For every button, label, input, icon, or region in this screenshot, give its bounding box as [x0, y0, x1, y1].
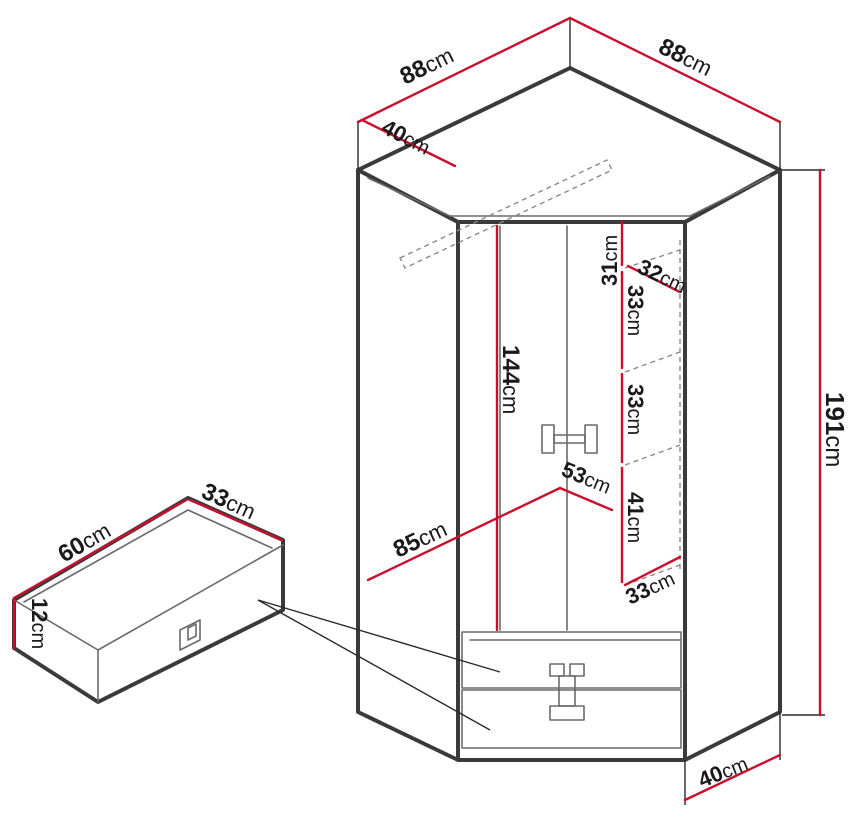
dim-top-right-width — [568, 16, 782, 124]
dim-inner-depth — [558, 486, 614, 512]
dim-shelf-depth-top — [626, 264, 682, 294]
label-hanging-height: 144cm — [497, 345, 524, 414]
dim-top-left-width — [356, 16, 572, 124]
label-top-left-width: 88cm — [396, 42, 458, 91]
dim-bottom-depth — [683, 753, 782, 802]
drawer-side-edge — [13, 599, 99, 651]
shelf-2 — [624, 351, 681, 373]
dim-top-depth — [360, 118, 457, 168]
drawer-lower — [461, 689, 682, 749]
wardrobe-right-side — [683, 168, 782, 762]
dim-inner-diagonal — [366, 486, 562, 582]
drawer-box — [12, 496, 285, 704]
label-shelf-gap-3: 41cm — [623, 492, 648, 543]
dim-drawer-width — [12, 498, 188, 600]
leader-line-1 — [257, 599, 501, 673]
wardrobe — [356, 66, 782, 762]
label-shelf-gap-1: 33cm — [623, 285, 648, 336]
label-top-depth: 40cm — [378, 114, 435, 159]
leader-line-2 — [257, 599, 491, 731]
shelf-3 — [624, 444, 681, 466]
label-drawer-height: 12cm — [27, 598, 52, 649]
label-shelf-gap-2: 33cm — [623, 384, 648, 435]
label-total-height: 191cm — [820, 392, 850, 467]
door-handle — [541, 424, 598, 454]
drawer-pull — [179, 619, 201, 651]
top-inner-rim — [367, 175, 771, 217]
drawer-handle — [549, 663, 585, 721]
wardrobe-front — [456, 220, 687, 762]
shelf-1 — [624, 249, 681, 269]
wardrobe-left-side — [356, 168, 460, 762]
drawer-inner-rim — [23, 509, 273, 603]
dim-drawer-depth — [188, 498, 284, 542]
dimension-lines — [12, 16, 825, 805]
label-bottom-depth: 40cm — [695, 750, 752, 792]
dim-shelf-depth-bottom — [623, 555, 682, 587]
label-upper-shelf-height: 31cm — [597, 235, 622, 286]
drawer-front-top — [97, 544, 284, 651]
dimension-labels: 88cm 88cm 40cm 31cm 32cm 33cm 33cm 41cm — [27, 33, 850, 793]
hanging-rail — [399, 159, 613, 269]
